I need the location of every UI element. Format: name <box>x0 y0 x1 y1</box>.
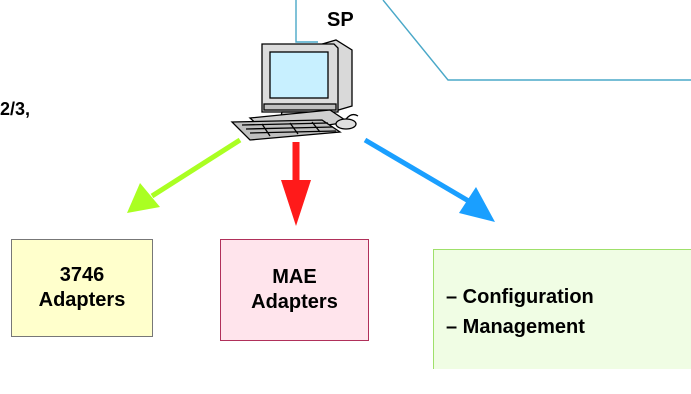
desktop-computer-icon <box>230 39 359 141</box>
arrow-to-functions <box>363 137 495 222</box>
arrow-to-3746 <box>127 137 242 213</box>
callout-lines <box>295 0 691 81</box>
function-management: – Management <box>446 315 585 338</box>
box-mae-adapters: MAE Adapters <box>220 239 369 341</box>
box-3746-adapters: 3746 Adapters <box>11 239 153 337</box>
box-mae-line2: Adapters <box>251 291 338 313</box>
left-text-fragment: 2/3, <box>0 99 31 119</box>
sp-label: SP <box>327 9 354 31</box>
box-mae-line1: MAE <box>272 266 317 288</box>
function-configuration: – Configuration <box>446 285 594 308</box>
arrow-to-mae <box>281 142 311 226</box>
box-3746-line1: 3746 <box>59 264 105 286</box>
box-3746-line2: Adapters <box>38 289 126 311</box>
box-functions: – Configuration – Management <box>433 249 691 369</box>
